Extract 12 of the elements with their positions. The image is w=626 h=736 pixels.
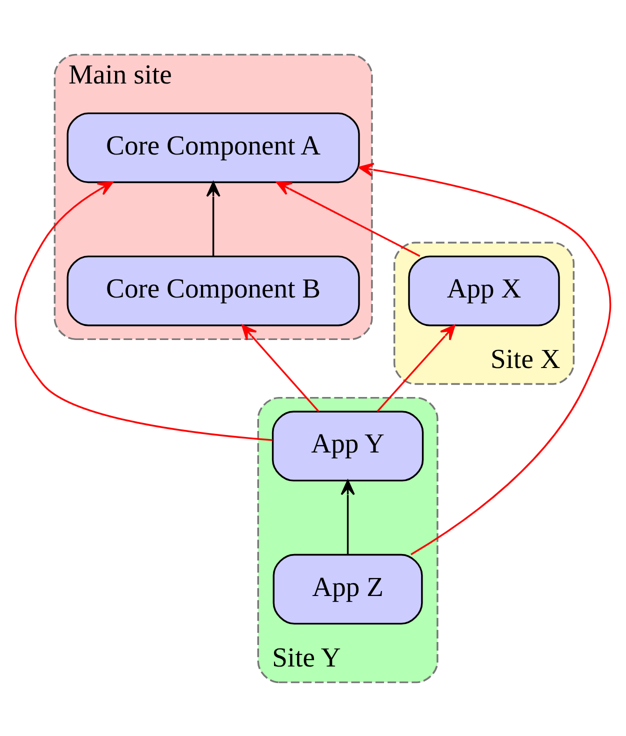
arrow — [376, 324, 456, 412]
node-box: App X — [408, 255, 560, 326]
arrow — [358, 162, 612, 555]
node-box: Core Component A — [66, 112, 360, 183]
arrow — [242, 324, 320, 412]
arrow — [206, 181, 220, 256]
arrow — [276, 181, 420, 256]
node-box: App Y — [272, 410, 424, 481]
node-box: Core Component B — [66, 255, 360, 326]
arrow — [14, 180, 273, 440]
arrow — [340, 479, 355, 554]
node-box: App Z — [272, 553, 423, 624]
